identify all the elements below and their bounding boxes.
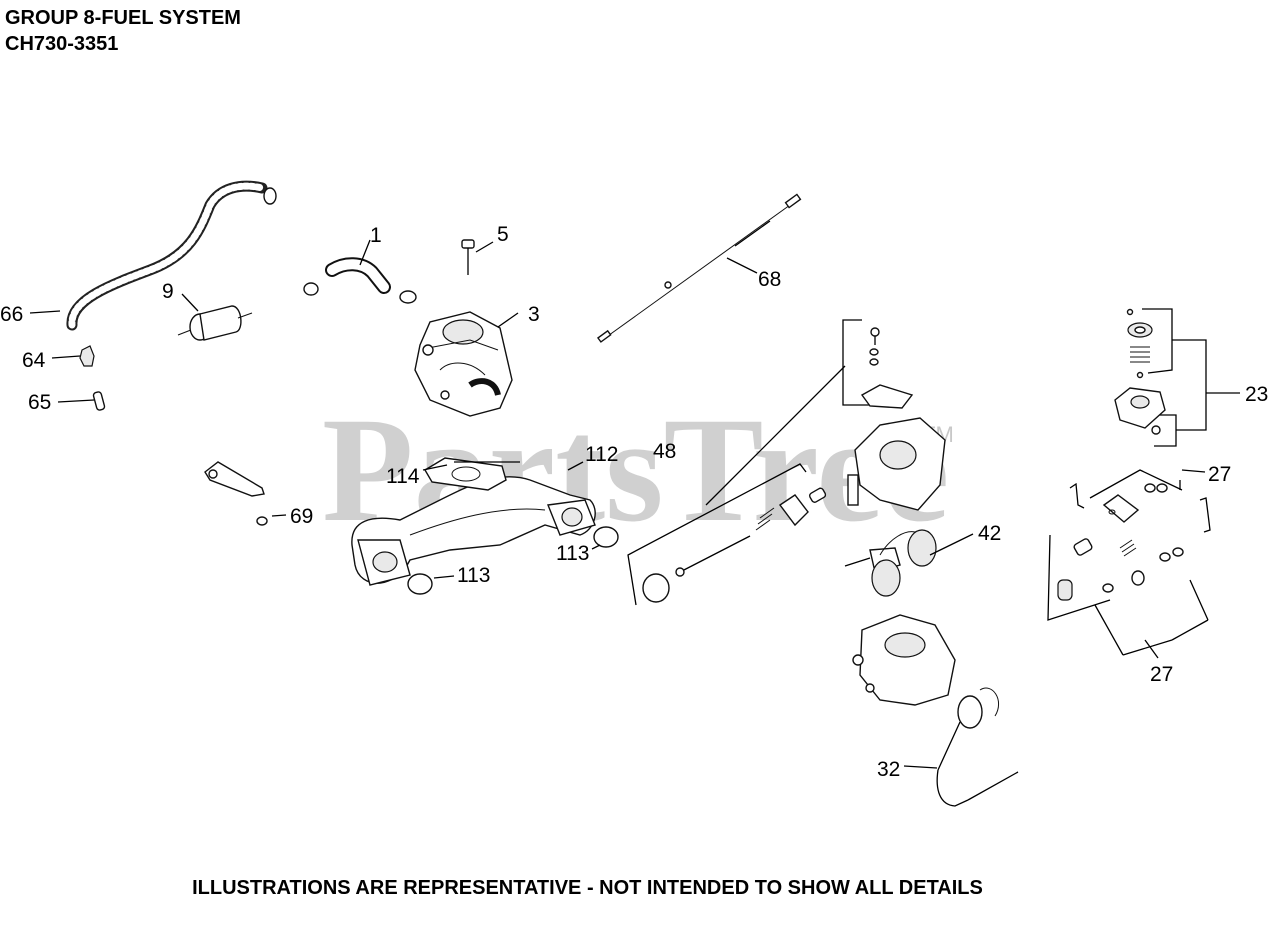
part-carburetor-body-upper[interactable] <box>847 417 946 511</box>
callout-66: 66 <box>0 303 23 326</box>
part-intake-manifold[interactable] <box>351 476 596 586</box>
callout-114: 114 <box>386 465 420 488</box>
part-fuel-solenoid[interactable] <box>844 529 937 597</box>
part-carburetor-assembly[interactable] <box>414 311 513 417</box>
part-wire-harness[interactable] <box>596 193 802 343</box>
callout-48: 48 <box>653 440 676 463</box>
callout-3: 3 <box>528 303 540 326</box>
disclaimer-note: ILLUSTRATIONS ARE REPRESENTATIVE - NOT I… <box>192 877 983 899</box>
callout-42: 42 <box>978 522 1001 545</box>
callout-27-lower: 27 <box>1150 663 1173 686</box>
callout-32: 32 <box>877 758 900 781</box>
part-carburetor-body-lower[interactable] <box>852 614 956 706</box>
callout-113-lower: 113 <box>457 564 490 587</box>
diagram-title: GROUP 8-FUEL SYSTEM <box>5 7 241 29</box>
callout-65: 65 <box>28 391 51 414</box>
callout-69: 69 <box>290 505 313 528</box>
part-fuel-line[interactable] <box>66 180 277 331</box>
part-drain-hose[interactable] <box>936 687 1019 807</box>
part-hose-with-clamps[interactable] <box>303 257 417 304</box>
part-fuel-filter[interactable] <box>177 305 253 341</box>
part-plug[interactable] <box>92 391 106 411</box>
callout-112: 112 <box>585 443 618 466</box>
callout-68: 68 <box>758 268 781 291</box>
callout-113-upper: 113 <box>556 542 589 565</box>
callout-1: 1 <box>370 224 382 247</box>
callout-23: 23 <box>1245 383 1268 406</box>
part-bracket[interactable] <box>204 461 265 497</box>
model-number: CH730-3351 <box>5 33 119 55</box>
callout-5: 5 <box>497 223 509 246</box>
part-o-ring-left[interactable] <box>407 573 433 595</box>
part-repair-kit[interactable] <box>1047 469 1211 656</box>
part-washer[interactable] <box>256 516 268 526</box>
callout-64: 64 <box>22 349 46 372</box>
callout-27-upper: 27 <box>1208 463 1231 486</box>
part-diaphragm-kit[interactable] <box>1114 308 1240 447</box>
part-throttle-shaft-kit[interactable] <box>627 319 914 606</box>
callout-9: 9 <box>162 280 174 303</box>
part-screw[interactable] <box>461 239 475 275</box>
part-o-ring-right[interactable] <box>593 526 619 548</box>
part-fitting[interactable] <box>79 345 95 367</box>
